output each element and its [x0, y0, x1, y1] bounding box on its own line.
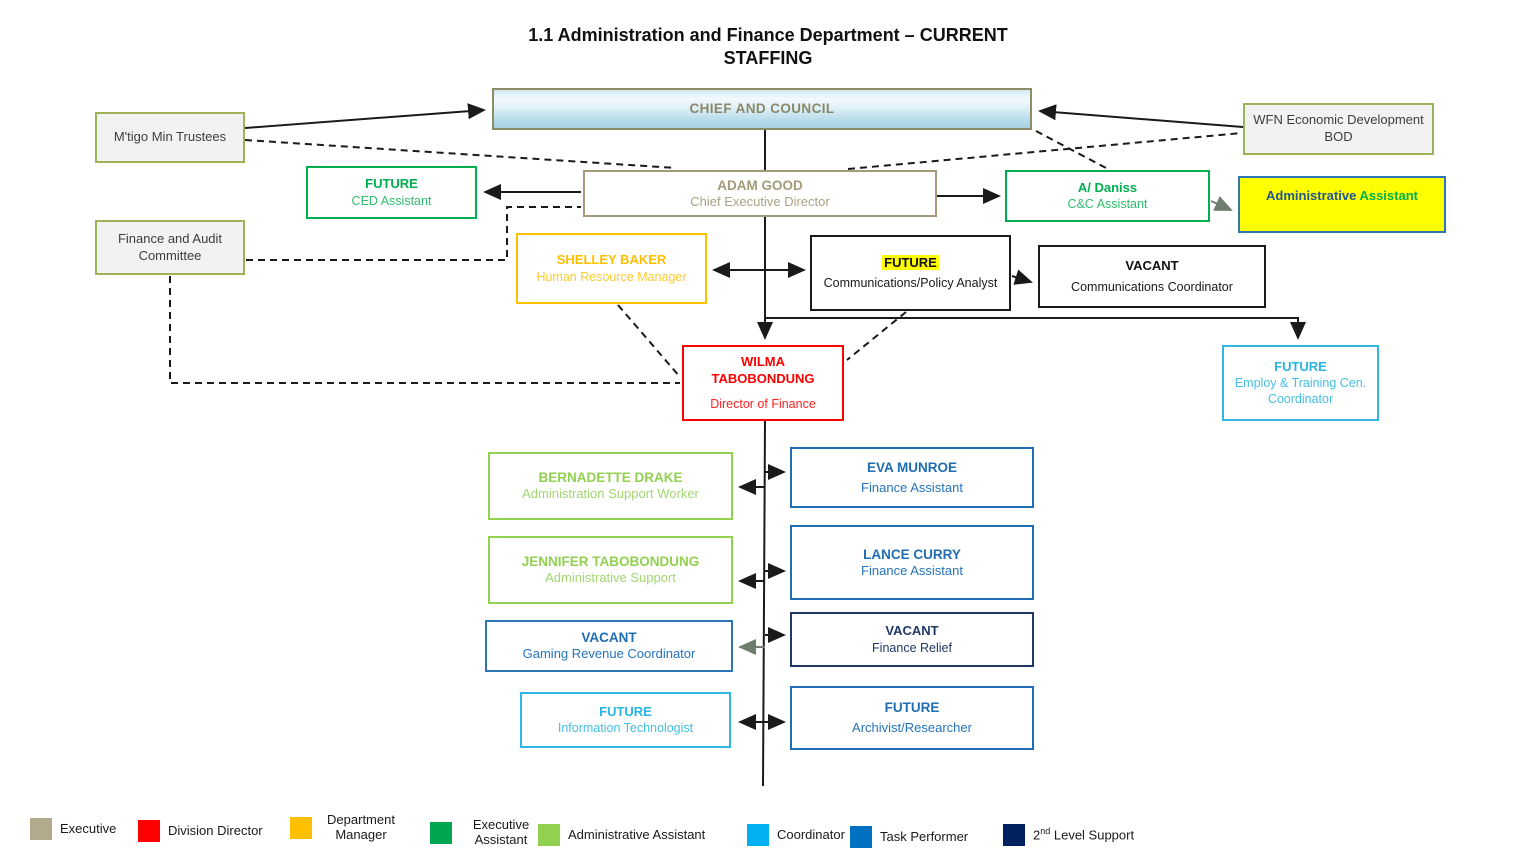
legend-label: Department Manager	[327, 812, 395, 842]
node-name: FUTURE	[884, 700, 940, 716]
legend-item-administrative-assistant: Administrative Assistant	[538, 824, 705, 846]
node-name: BERNADETTE DRAKE	[538, 470, 683, 486]
legend-swatch-task-performer	[850, 826, 872, 848]
highlighted-future-label: FUTURE	[882, 254, 939, 270]
node-role: Communications/Policy Analyst	[823, 276, 998, 291]
node-label: Finance and Audit Committee	[117, 230, 223, 263]
node-chief-and-council: CHIEF AND COUNCIL	[492, 88, 1032, 130]
legend-label: Division Director	[168, 822, 263, 838]
node-bernadette-drake-admin-support-worker: BERNADETTE DRAKE Administration Support …	[488, 452, 733, 520]
legend-item-task-performer: Task Performer	[850, 826, 968, 848]
node-shelley-baker-hr-manager: SHELLEY BAKER Human Resource Manager	[516, 233, 707, 304]
node-role: Human Resource Manager	[536, 269, 687, 284]
node-role: Information Technologist	[557, 721, 694, 736]
node-vacant-finance-relief: VACANT Finance Relief	[790, 612, 1034, 667]
node-name: WILMA TABOBONDUNG	[711, 353, 815, 386]
node-name: LANCE CURRY	[863, 546, 961, 562]
legend-swatch-department-manager	[290, 816, 312, 839]
node-vacant-gaming-revenue-coordinator: VACANT Gaming Revenue Coordinator	[485, 620, 733, 672]
legend-label: Coordinator	[777, 826, 845, 842]
node-role: Administration Support Worker	[522, 486, 699, 502]
node-name: FUTURE	[599, 703, 652, 719]
legend-item-division-director: Division Director	[138, 820, 263, 842]
node-name: VACANT	[885, 623, 939, 639]
node-eva-munroe-finance-assistant: EVA MUNROE Finance Assistant	[790, 447, 1034, 508]
node-role: Employ & Training Cen. Coordinator	[1234, 376, 1367, 407]
node-role: Finance Assistant	[861, 562, 963, 578]
legend-swatch-executive	[30, 818, 52, 840]
node-future-information-technologist: FUTURE Information Technologist	[520, 692, 731, 748]
legend-label-number: 2	[1033, 827, 1041, 843]
node-future-ced-assistant: FUTURE CED Assistant	[306, 166, 477, 219]
node-future-employ-training-cen-coordinator: FUTURE Employ & Training Cen. Coordinato…	[1222, 345, 1379, 421]
node-administrative-assistant: Administrative Assistant	[1238, 176, 1446, 233]
node-name: FUTURE	[882, 254, 939, 272]
legend-label: Executive Assistant	[472, 817, 530, 847]
node-adam-good-ced: ADAM GOOD Chief Executive Director	[583, 170, 937, 217]
node-name: ADAM GOOD	[717, 177, 803, 193]
page-title-line2: STAFFING	[723, 47, 813, 68]
node-wilma-tabobondung-director-of-finance: WILMA TABOBONDUNG Director of Finance	[682, 345, 844, 421]
page-title-line1: 1.1 Administration and Finance Departmen…	[528, 25, 1008, 45]
node-lance-curry-finance-assistant: LANCE CURRY Finance Assistant	[790, 525, 1034, 600]
legend-item-executive: Executive	[30, 818, 116, 840]
node-role: Archivist/Researcher	[852, 720, 972, 736]
node-name: FUTURE	[1274, 358, 1327, 374]
node-mtigo-min-trustees: M'tigo Min Trustees	[95, 112, 245, 163]
node-name: VACANT	[1125, 258, 1179, 274]
node-future-archivist-researcher: FUTURE Archivist/Researcher	[790, 686, 1034, 750]
node-name: A/ Daniss	[1077, 179, 1138, 195]
node-role: Chief Executive Director	[690, 193, 830, 209]
legend-swatch-executive-assistant	[430, 821, 452, 844]
node-name: Administrative Assistant	[1266, 188, 1418, 205]
node-wfn-economic-development-bod: WFN Economic Development BOD	[1243, 103, 1434, 155]
node-name: VACANT	[581, 630, 637, 646]
node-label: M'tigo Min Trustees	[113, 129, 227, 145]
node-name: SHELLEY BAKER	[556, 252, 667, 268]
node-future-communications-policy-analyst: FUTURE Communications/Policy Analyst	[810, 235, 1011, 311]
legend-item-executive-assistant: Executive Assistant	[430, 817, 542, 848]
node-vacant-communications-coordinator: VACANT Communications Coordinator	[1038, 245, 1266, 308]
node-finance-and-audit-committee: Finance and Audit Committee	[95, 220, 245, 275]
legend-item-department-manager: Department Manager	[290, 812, 402, 843]
legend-swatch-2nd-level-support	[1003, 824, 1025, 846]
node-role: Communications Coordinator	[1071, 279, 1233, 294]
legend-swatch-division-director	[138, 820, 160, 842]
legend-label: 2nd Level Support	[1033, 826, 1134, 843]
node-name-word2: Assistant	[1359, 188, 1418, 203]
legend-swatch-administrative-assistant	[538, 824, 560, 846]
node-role: Finance Assistant	[861, 479, 963, 495]
node-role: Director of Finance	[710, 397, 816, 412]
legend-swatch-coordinator	[747, 824, 769, 846]
legend-label: Task Performer	[880, 828, 969, 844]
legend-label-text: Level Support	[1050, 827, 1135, 843]
node-label: WFN Economic Development BOD	[1253, 112, 1424, 144]
node-role: Administrative Support	[545, 570, 676, 586]
node-name: EVA MUNROE	[866, 459, 957, 475]
page-title: 1.1 Administration and Finance Departmen…	[418, 24, 1118, 69]
legend-item-2nd-level-support: 2nd Level Support	[1003, 824, 1134, 846]
node-name-word1: Administrative	[1266, 188, 1357, 203]
legend-item-coordinator: Coordinator	[747, 824, 845, 846]
node-role: Gaming Revenue Coordinator	[522, 646, 696, 662]
legend-label: Executive	[60, 820, 117, 836]
legend-label-ordinal: nd	[1040, 826, 1051, 837]
node-role: Finance Relief	[872, 640, 952, 655]
legend-label: Administrative Assistant	[568, 826, 706, 842]
node-name: CHIEF AND COUNCIL	[689, 101, 835, 117]
node-name: JENNIFER TABOBONDUNG	[521, 554, 700, 570]
node-role: C&C Assistant	[1067, 197, 1148, 212]
node-jennifer-tabobondung-administrative-support: JENNIFER TABOBONDUNG Administrative Supp…	[488, 536, 733, 604]
node-role: CED Assistant	[351, 193, 432, 208]
node-a-daniss-cc-assistant: A/ Daniss C&C Assistant	[1005, 170, 1210, 222]
node-name: FUTURE	[365, 176, 418, 192]
